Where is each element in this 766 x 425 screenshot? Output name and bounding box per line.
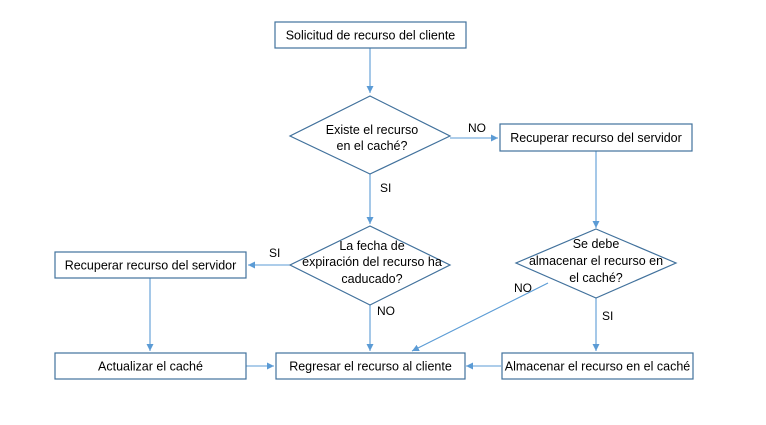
- decision-expired: La fecha de expiración del recurso ha ca…: [288, 225, 452, 306]
- label-store-yes: SI: [602, 309, 613, 323]
- decision-store-line3: el caché?: [569, 271, 623, 285]
- label-expired-no: NO: [377, 304, 395, 318]
- label-exists-yes: SI: [380, 181, 391, 195]
- node-return-client: Regresar el recurso al cliente: [275, 352, 466, 380]
- label-exists-no: NO: [468, 121, 486, 135]
- decision-store-line2: almacenar el recurso en: [529, 254, 663, 268]
- label-expired-yes: SI: [269, 246, 280, 260]
- decision-expired-line2: expiración del recurso ha: [302, 255, 442, 269]
- decision-store-in-cache: Se debe almacenar el recurso en el caché…: [514, 228, 678, 299]
- decision-exists-in-cache: Existe el recurso en el caché?: [288, 95, 452, 175]
- node-store-cache: Almacenar el recurso en el caché: [501, 352, 694, 380]
- node-update-cache-label: Actualizar el caché: [98, 360, 203, 374]
- decision-store-line1: Se debe: [573, 237, 620, 251]
- node-fetch-right-label: Recuperar recurso del servidor: [510, 131, 682, 145]
- node-start-label: Solicitud de recurso del cliente: [286, 29, 456, 43]
- node-fetch-right: Recuperar recurso del servidor: [499, 123, 693, 152]
- decision-expired-line3: caducado?: [341, 272, 402, 286]
- edge-labels: NO SI SI NO NO SI: [269, 121, 613, 323]
- node-fetch-left: Recuperar recurso del servidor: [54, 251, 247, 279]
- decision-expired-line1: La fecha de: [339, 239, 404, 253]
- node-start: Solicitud de recurso del cliente: [274, 21, 467, 49]
- node-fetch-left-label: Recuperar recurso del servidor: [65, 259, 237, 273]
- edges: [146, 48, 600, 370]
- label-store-no: NO: [514, 281, 532, 295]
- decision-exists-line2: en el caché?: [337, 139, 408, 153]
- node-store-cache-label: Almacenar el recurso en el caché: [505, 360, 691, 374]
- node-update-cache: Actualizar el caché: [54, 352, 247, 380]
- decision-exists-line1: Existe el recurso: [326, 123, 418, 137]
- node-return-client-label: Regresar el recurso al cliente: [289, 360, 452, 374]
- edge-store-no-to-return: [411, 282, 549, 352]
